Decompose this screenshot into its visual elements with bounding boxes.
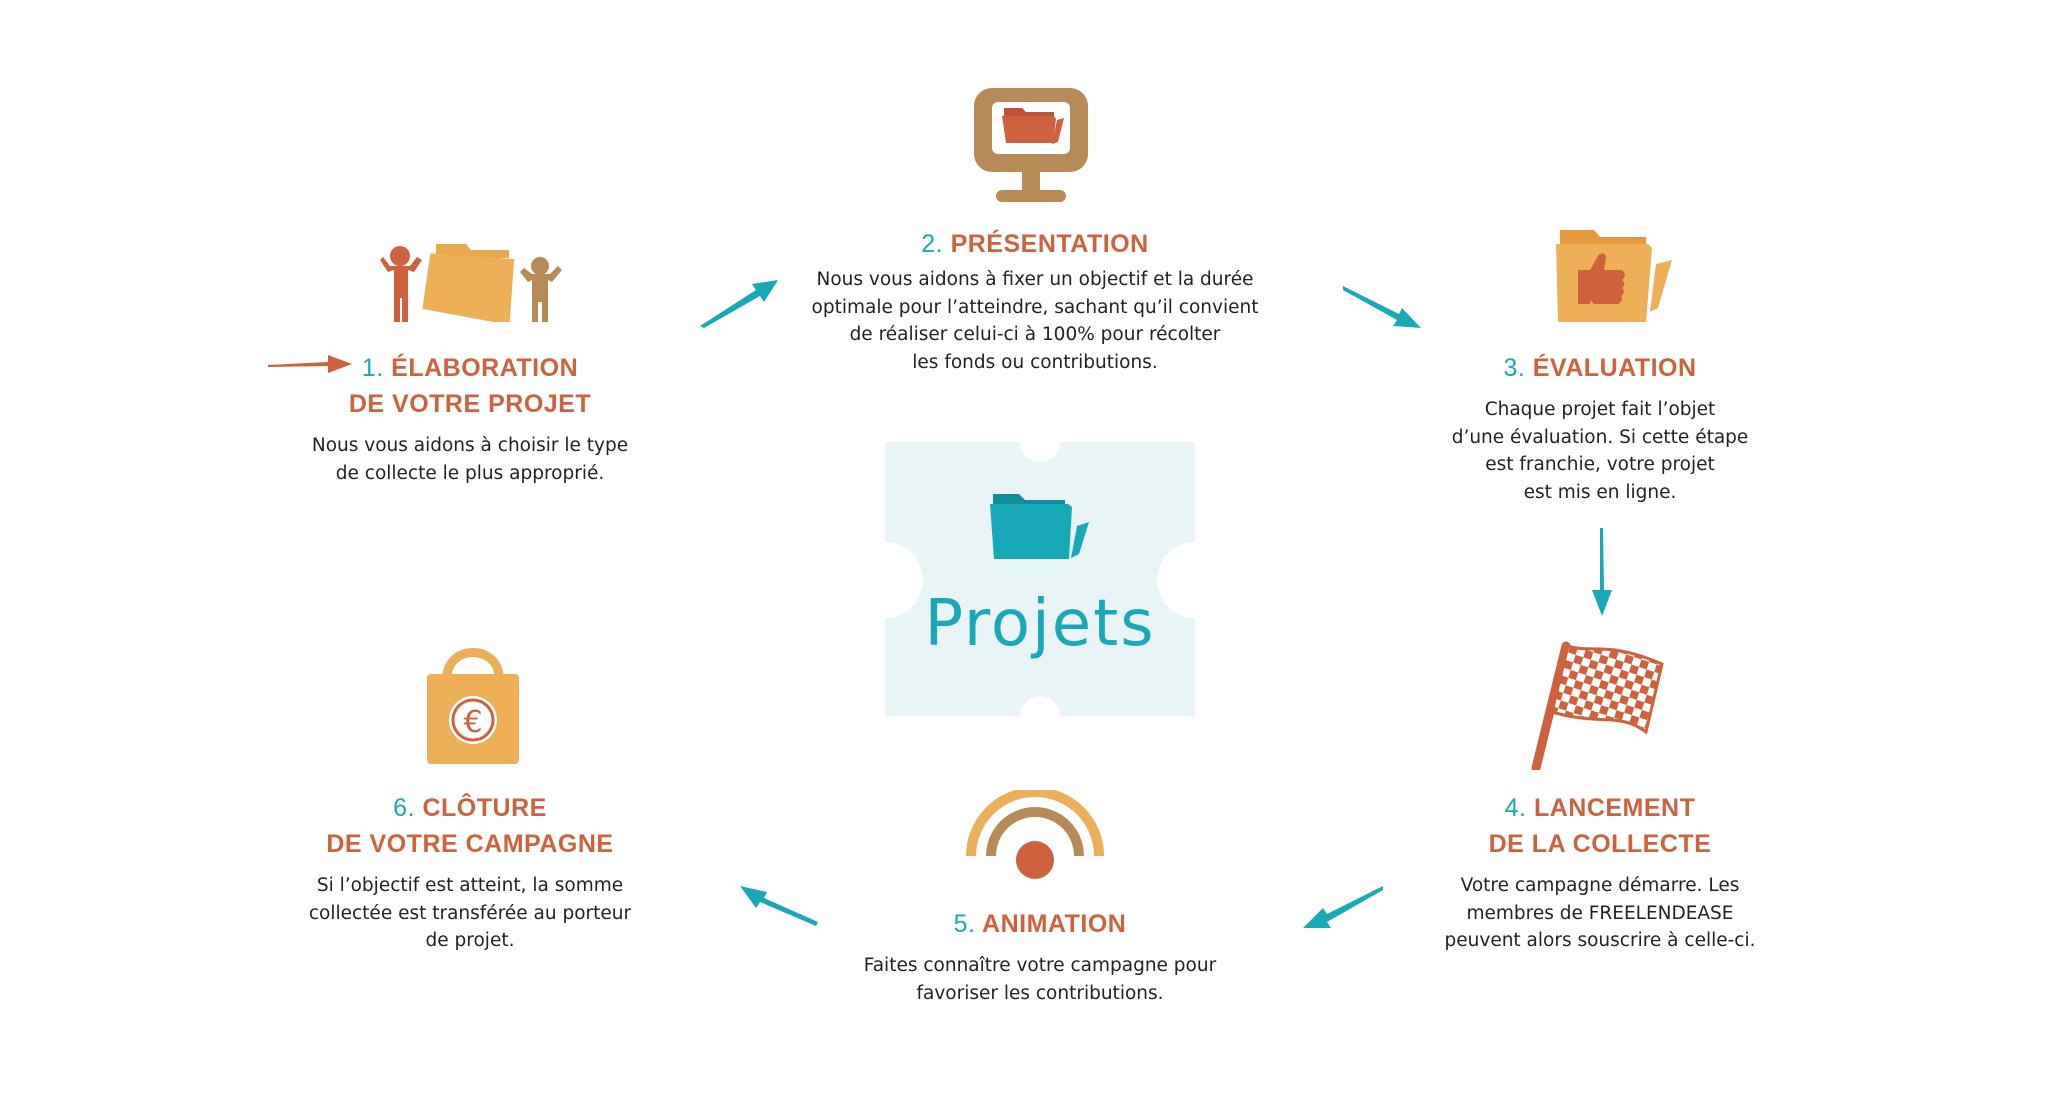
broadcast-icon bbox=[966, 790, 1104, 879]
arrow-1-to-2 bbox=[700, 280, 778, 328]
svg-text:€: € bbox=[463, 705, 482, 740]
arrow-5-to-6 bbox=[740, 886, 818, 926]
step-6-title: 6. CLÔTURE DE VOTRE CAMPAGNE bbox=[326, 794, 614, 858]
step-5-title: 5. ANIMATION bbox=[953, 910, 1127, 938]
step-4-title: 4. LANCEMENT DE LA COLLECTE bbox=[1488, 794, 1712, 858]
step-3: 3. ÉVALUATION Chaque projet fait l’objet… bbox=[1400, 350, 1800, 506]
folder-icon bbox=[990, 494, 1089, 559]
step-4-desc: Votre campagne démarre. Les membres de F… bbox=[1444, 875, 1756, 951]
step-2: 2. PRÉSENTATION Nous vous aidons à fixer… bbox=[785, 226, 1285, 376]
euro-bag-icon: € bbox=[427, 648, 519, 764]
step-2-desc: Nous vous aidons à fixer un objectif et … bbox=[811, 269, 1259, 373]
step-1: 1. ÉLABORATION DE VOTRE PROJET Nous vous… bbox=[270, 350, 670, 487]
step-1-desc: Nous vous aidons à choisir le type de co… bbox=[311, 435, 629, 484]
step-1-title: 1. ÉLABORATION DE VOTRE PROJET bbox=[348, 354, 592, 418]
thumbs-up-folder-icon bbox=[1556, 230, 1672, 322]
step-3-title: 3. ÉVALUATION bbox=[1503, 354, 1697, 382]
step-5-desc: Faites connaître votre campagne pour fav… bbox=[863, 955, 1217, 1004]
step-2-title: 2. PRÉSENTATION bbox=[921, 230, 1149, 258]
arrow-3-to-4 bbox=[1592, 528, 1612, 616]
checkered-flag-icon bbox=[1531, 641, 1664, 770]
step-3-desc: Chaque projet fait l’objet d’une évaluat… bbox=[1451, 399, 1749, 503]
step-6: 6. CLÔTURE DE VOTRE CAMPAGNE Si l’object… bbox=[270, 790, 670, 955]
people-folder-icon bbox=[380, 244, 562, 322]
step-6-desc: Si l’objectif est atteint, la somme coll… bbox=[308, 875, 632, 951]
center-title: Projets bbox=[924, 587, 1156, 661]
start-arrow bbox=[268, 355, 352, 373]
arrow-4-to-5 bbox=[1303, 886, 1383, 928]
arrow-2-to-3 bbox=[1343, 286, 1421, 328]
monitor-folder-icon bbox=[974, 88, 1088, 202]
step-5: 5. ANIMATION Faites connaître votre camp… bbox=[825, 906, 1255, 1007]
step-4: 4. LANCEMENT DE LA COLLECTE Votre campag… bbox=[1400, 790, 1800, 955]
center-panel bbox=[885, 442, 1195, 716]
